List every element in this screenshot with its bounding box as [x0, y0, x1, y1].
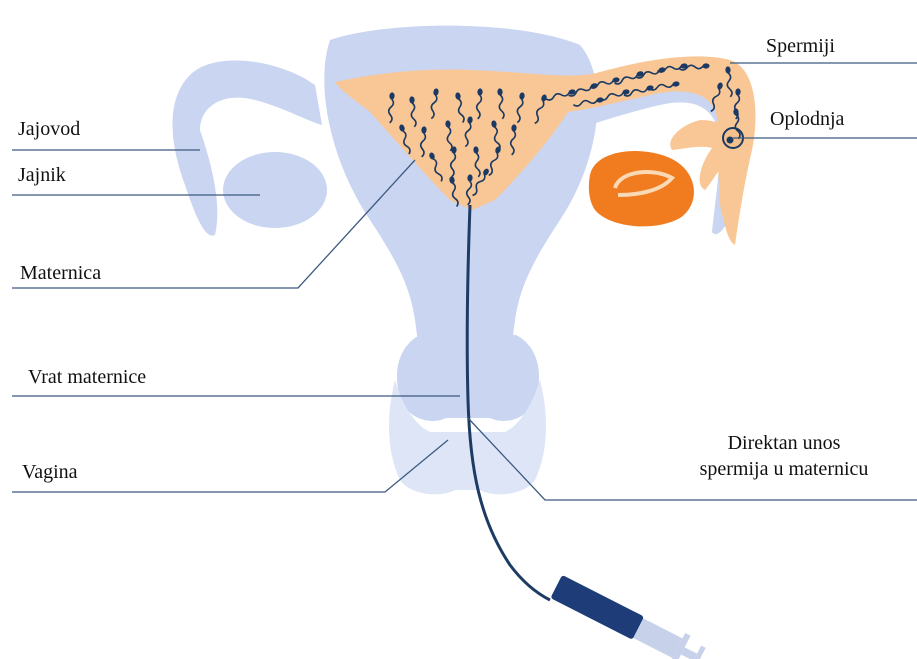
label-jajovod: Jajovod — [18, 118, 80, 140]
label-vrat-maternice: Vrat maternice — [28, 366, 146, 388]
right-ovary — [589, 151, 694, 226]
label-maternica: Maternica — [20, 262, 101, 284]
label-oplodnja: Oplodnja — [770, 108, 844, 130]
label-direktan-line1: Direktan unos — [660, 430, 908, 456]
label-jajnik: Jajnik — [18, 164, 66, 186]
label-direktan-line2: spermija u maternicu — [660, 456, 908, 482]
label-vagina: Vagina — [22, 461, 78, 483]
left-ovary — [223, 152, 327, 228]
label-direktan-unos: Direktan unos spermija u maternicu — [660, 430, 908, 482]
syringe-icon — [549, 571, 708, 659]
label-spermiji: Spermiji — [766, 35, 835, 57]
